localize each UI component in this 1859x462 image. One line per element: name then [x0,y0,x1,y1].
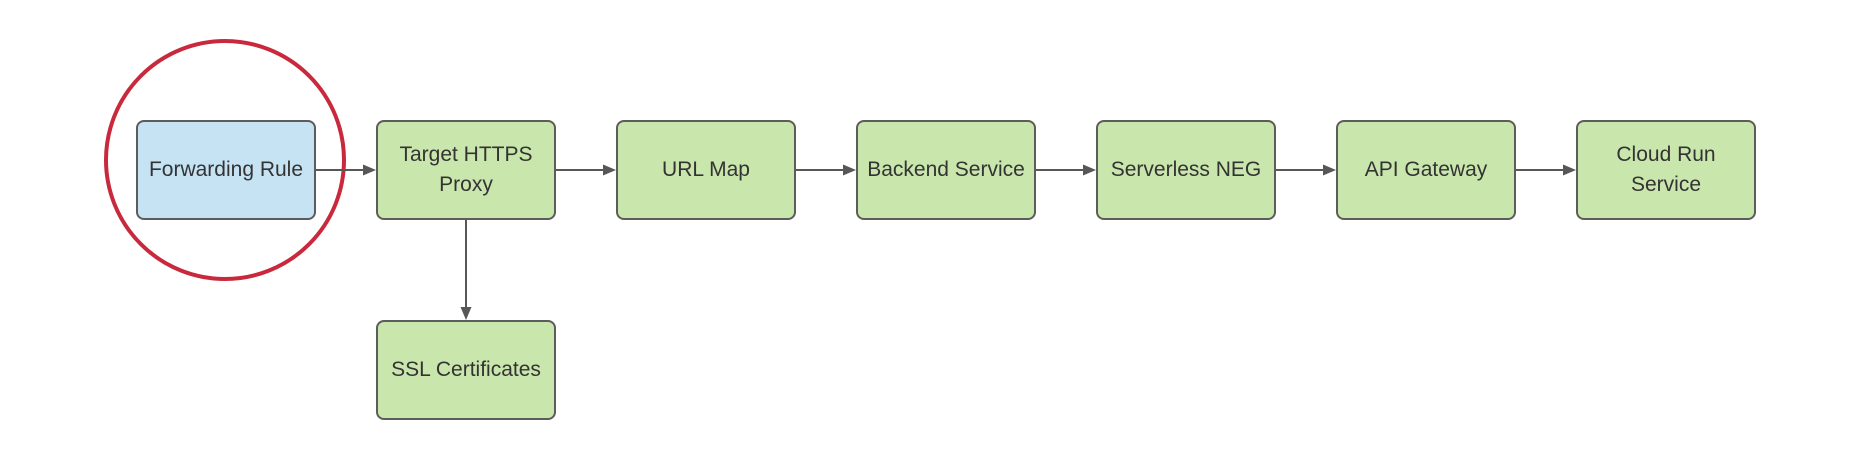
node-ssl-certificates: SSL Certificates [376,320,556,420]
node-cloud-run-service: Cloud Run Service [1576,120,1756,220]
node-label: URL Map [662,157,750,181]
node-label: Serverless NEG [1110,157,1262,181]
node-label: Backend Service [867,157,1025,181]
node-api-gateway: API Gateway [1336,120,1516,220]
connector-arrow-serverless-neg-to-api-gateway [1276,164,1336,176]
node-backend-service: Backend Service [856,120,1036,220]
connector-arrow-api-gateway-to-cloud-run-service [1516,164,1576,176]
node-label: Forwarding Rule [148,157,304,181]
node-forwarding-rule: Forwarding Rule [136,120,316,220]
node-serverless-neg: Serverless NEG [1096,120,1276,220]
connector-arrow-target-https-proxy-to-url-map [556,164,616,176]
node-label: SSL Certificates [391,357,541,381]
node-target-https-proxy: Target HTTPS Proxy [376,120,556,220]
node-label: Cloud Run Service [1616,142,1716,196]
node-label: Target HTTPS Proxy [399,142,533,196]
highlight-ellipse [104,39,346,281]
node-url-map: URL Map [616,120,796,220]
node-label: API Gateway [1364,157,1488,181]
connector-arrow-target-https-proxy-to-ssl-certificates [460,220,472,320]
connector-arrow-url-map-to-backend-service [796,164,856,176]
connector-arrow-backend-service-to-serverless-neg [1036,164,1096,176]
connector-arrow-forwarding-rule-to-target-https-proxy [316,164,376,176]
